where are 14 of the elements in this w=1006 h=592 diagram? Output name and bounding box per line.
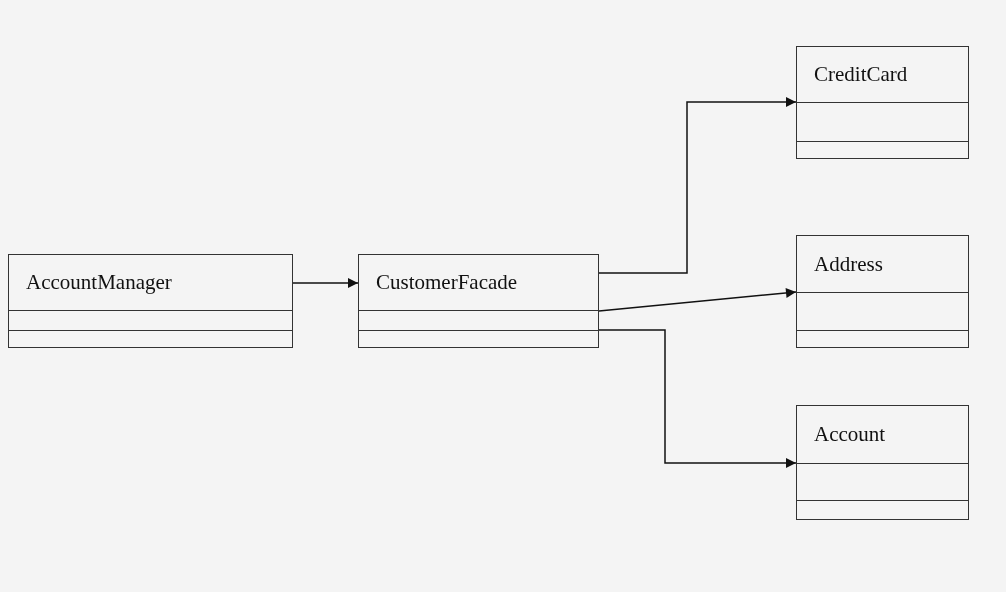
class-box <box>796 235 969 348</box>
arrow <box>598 329 797 468</box>
class-box <box>358 254 599 348</box>
class-box <box>796 46 969 159</box>
class-name: Address <box>814 251 883 277</box>
class-box <box>796 405 969 520</box>
class-name: CustomerFacade <box>376 270 518 295</box>
class-name: CreditCard <box>814 62 908 87</box>
class-name: Account <box>814 422 886 447</box>
class-name: AccountManager <box>26 270 172 295</box>
arrow <box>598 288 797 312</box>
arrow <box>598 97 797 274</box>
arrow <box>292 278 359 288</box>
class-box <box>8 254 293 348</box>
